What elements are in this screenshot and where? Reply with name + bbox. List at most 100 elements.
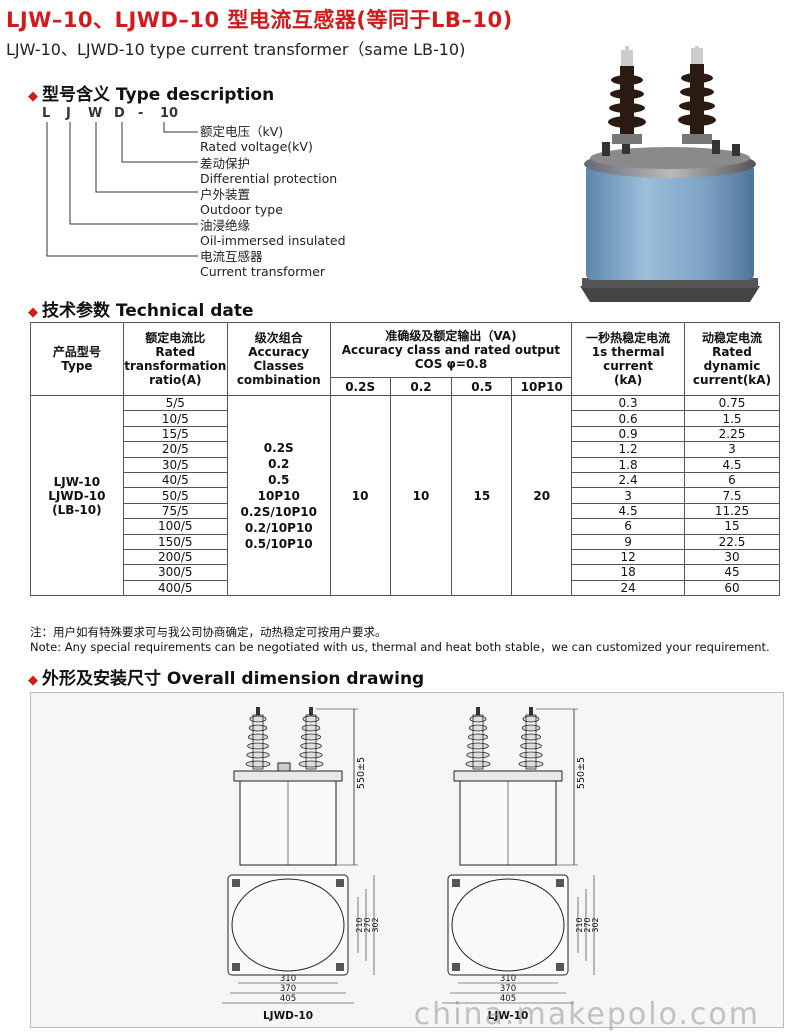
dynamic-current-cell: 3: [683, 441, 781, 458]
bushing-core: [525, 714, 537, 770]
mounting-hole: [452, 879, 460, 887]
bushing-shed: [301, 733, 322, 741]
ratio-cell: 100/5: [122, 518, 228, 535]
base-plate: [447, 874, 569, 976]
bushing-shed: [247, 742, 269, 750]
ratio-cell: 40/5: [122, 471, 228, 489]
mounting-hole: [336, 879, 344, 887]
thermal-current-cell: 4.5: [571, 502, 685, 520]
technical-data-heading-text: 技术参数 Technical date: [42, 301, 254, 321]
dynamic-current-cell: 6: [683, 471, 781, 489]
bushing-core: [305, 714, 317, 770]
bushing-shed: [249, 715, 267, 723]
type-value: LJWD-10: [48, 488, 106, 503]
ratio-cell: 300/5: [122, 564, 228, 581]
bushing-shed: [298, 760, 324, 768]
dimension-drawing-heading-text: 外形及安装尺寸 Overall dimension drawing: [42, 669, 425, 689]
horizontal-dimension: 370: [500, 984, 516, 994]
lid-plate: [453, 770, 563, 782]
horizontal-dimension: 310: [500, 974, 516, 984]
col-header-accuracy: 准确级及额定输出（VA)Accuracy class and rated out…: [329, 322, 573, 378]
bushing-shed: [301, 724, 321, 732]
bushing-shed: [248, 724, 268, 732]
rated-output-cell: 10: [389, 394, 453, 597]
dynamic-current-cell: 15: [683, 518, 781, 535]
combination-value: 0.5/10P10: [244, 536, 313, 551]
page-subtitle: LJW-10、LJWD-10 type current transformer（…: [6, 40, 466, 59]
watermark: china.makepolo.com: [413, 997, 760, 1032]
code-voltage: 10: [160, 106, 179, 121]
diamond-bullet-icon: ◆: [28, 89, 38, 104]
combination-value: 0.2: [268, 456, 290, 471]
rated-output-cell: 20: [511, 394, 573, 597]
mounting-hole: [232, 879, 240, 887]
tank-plan: [451, 878, 565, 972]
col-header-acc-02: 0.2: [389, 377, 453, 396]
col-header-acc-10p10: 10P10: [511, 377, 573, 396]
ratio-cell: 400/5: [122, 579, 228, 597]
ratio-cell: 150/5: [122, 533, 228, 550]
vertical-dimension: 210: [355, 917, 364, 932]
combination-value: 0.2S: [263, 440, 294, 455]
thermal-current-cell: 18: [571, 564, 685, 581]
thermal-current-cell: 1.2: [571, 441, 685, 458]
ratio-cell: 20/5: [122, 441, 228, 458]
type-value: (LB-10): [52, 502, 102, 517]
ratio-cell: 5/5: [122, 394, 228, 412]
vertical-dimension: 302: [591, 917, 600, 932]
code-letter-d: D: [114, 106, 125, 121]
dynamic-current-cell: 7.5: [683, 487, 781, 504]
note-en: Note: Any special requirements can be ne…: [30, 640, 770, 654]
vertical-dimension: 302: [371, 917, 380, 932]
combination-value: 0.5: [268, 472, 290, 487]
dynamic-current-cell: 1.5: [683, 410, 781, 427]
model-code: L J W D - 10: [42, 106, 182, 122]
vertical-dimension: 270: [363, 917, 372, 932]
vertical-dimension: 270: [583, 917, 592, 932]
bushing-shed: [465, 760, 491, 768]
bushing-terminal: [256, 707, 260, 715]
code-letter-w: W: [88, 106, 103, 121]
bushing-core: [252, 714, 264, 770]
bushing-shed: [466, 751, 490, 759]
bushing-terminal: [529, 707, 533, 715]
mounting-hole: [452, 963, 460, 971]
bushing-shed: [245, 760, 271, 768]
ratio-cell: 15/5: [122, 425, 228, 443]
thermal-current-cell: 9: [571, 533, 685, 550]
note-cn: 注：用户如有特殊要求可与我公司协商确定，动热稳定可按用户要求。: [30, 625, 387, 639]
bushing-shed: [468, 724, 488, 732]
bushing-terminal: [476, 707, 480, 715]
vertical-dimension: 210: [575, 917, 584, 932]
horizontal-dimension: 370: [280, 984, 296, 994]
thermal-current-cell: 0.9: [571, 425, 685, 443]
bushing-shed: [469, 715, 487, 723]
mounting-hole: [336, 963, 344, 971]
legend-rated-voltage: 额定电压（kV)Rated voltage(kV): [200, 124, 313, 154]
tank-plan: [231, 878, 345, 972]
bushing-shed: [299, 751, 323, 759]
thermal-current-cell: 6: [571, 518, 685, 535]
bushing-shed: [468, 733, 489, 741]
bushing-shed: [520, 742, 542, 750]
drawing-label: LJW-10: [488, 1010, 529, 1022]
thermal-current-cell: 24: [571, 579, 685, 597]
height-dimension: 550±5: [356, 757, 367, 789]
bushing-core: [472, 714, 484, 770]
technical-data-heading: ◆技术参数 Technical date: [28, 296, 254, 321]
terminal-box: [277, 762, 291, 772]
dynamic-current-cell: 60: [683, 579, 781, 597]
